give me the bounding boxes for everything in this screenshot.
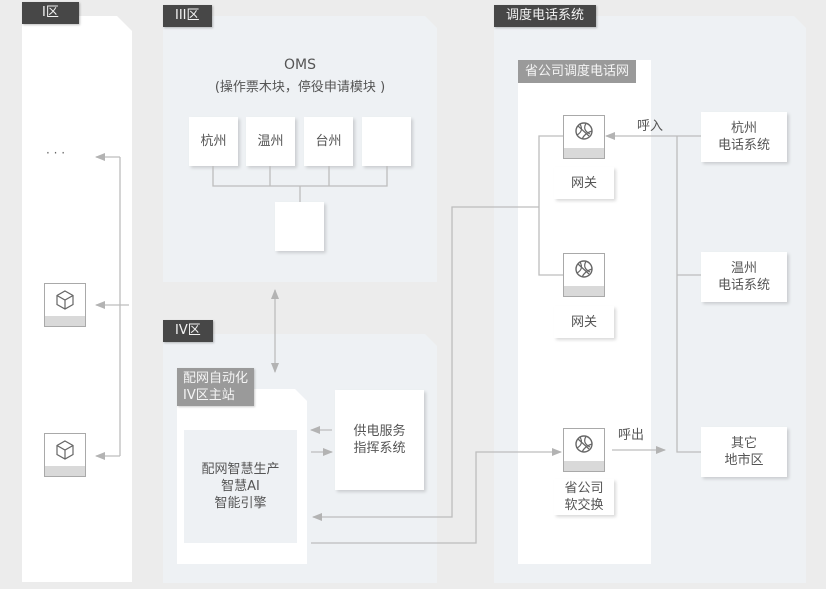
zone3-tag: III区	[163, 5, 212, 27]
zone1-ellipsis: · · ·	[46, 146, 66, 160]
city-card-hangzhou: 杭州	[189, 117, 238, 166]
gateway-to-engine-line	[313, 135, 563, 517]
oms-title: OMS	[284, 57, 316, 73]
softswitch-node[interactable]	[563, 428, 605, 472]
service-command-system-card: 供电服务 指挥系统	[335, 390, 424, 490]
call-out-label: 呼出	[618, 428, 645, 443]
hangzhou-phone-system-card: 杭州 电话系统	[701, 112, 787, 162]
call-in-label: 呼入	[637, 119, 664, 134]
zone4-tag: IV区	[163, 320, 213, 342]
provincial-network-tag: 省公司调度电话网	[518, 60, 637, 83]
softswitch-label: 省公司 软交换	[554, 479, 614, 515]
dispatch-tag: 调度电话系统	[494, 5, 597, 27]
gateway1-node[interactable]	[563, 115, 605, 159]
engine-to-softswitch-line	[311, 448, 562, 544]
gateway1-label: 网关	[554, 167, 614, 199]
other-cities-card: 其它 地市区	[701, 427, 787, 477]
oms-hub-card	[275, 202, 324, 251]
gateway2-label: 网关	[554, 306, 614, 338]
oms-subtitle: (操作票木块，停役申请模块 )	[214, 80, 386, 95]
globe-icon	[575, 435, 593, 453]
main-station-tag: 配网自动化 IV区主站	[177, 368, 255, 406]
wenzhou-phone-system-card: 温州 电话系统	[701, 252, 787, 302]
ai-engine-box: 配网智慧生产 智慧AI 智能引擎	[184, 430, 297, 543]
city-card-taizhou: 台州	[304, 117, 353, 166]
globe-icon	[575, 260, 593, 278]
city-card-empty	[362, 117, 411, 166]
city-card-wenzhou: 温州	[246, 117, 295, 166]
zone1-node-2[interactable]	[44, 433, 86, 477]
phone-systems-bus	[676, 136, 701, 453]
cube-icon	[56, 290, 74, 310]
zone1-node-1[interactable]	[44, 283, 86, 327]
oms-tree-line	[212, 166, 388, 202]
gateway2-node[interactable]	[563, 253, 605, 297]
cube-icon	[56, 440, 74, 460]
zone1-tag: I区	[22, 2, 79, 24]
globe-icon	[575, 122, 593, 140]
